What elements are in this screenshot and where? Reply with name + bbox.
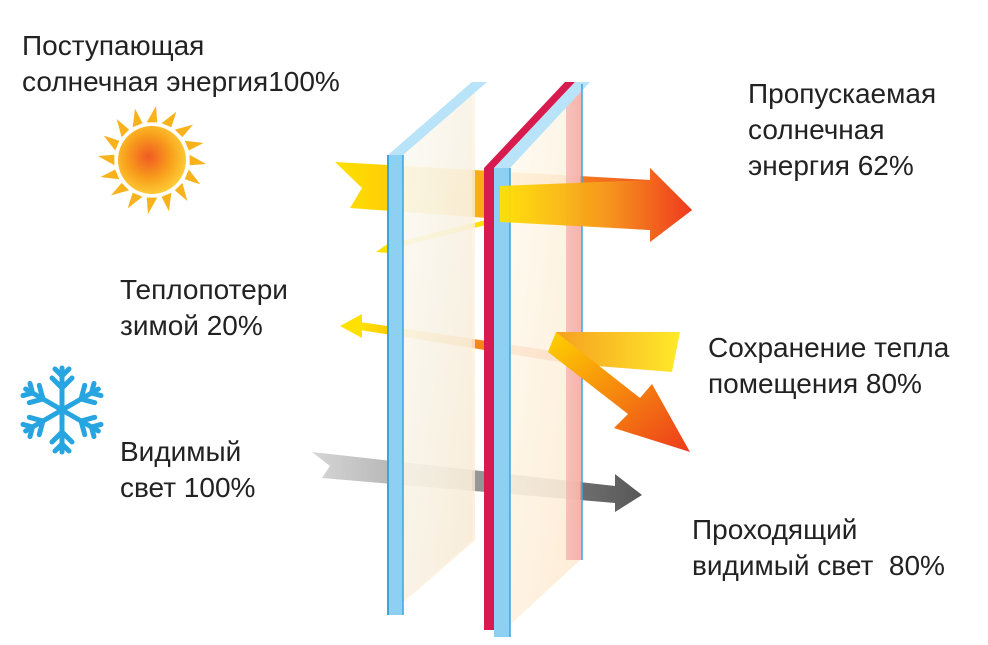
outer-glass-pane (387, 82, 487, 615)
sun-ray (100, 169, 120, 180)
label-transmitted-light: Проходящий видимый свет 80% (692, 514, 945, 581)
sun-icon (98, 106, 206, 214)
label-incoming-solar: Поступающая солнечная энергия100% (22, 30, 340, 97)
sun-ray (98, 154, 115, 166)
sun-ray (146, 197, 158, 214)
sun-ray (132, 108, 143, 128)
sun-ray (189, 154, 206, 166)
snowflake-arm (20, 407, 65, 440)
sun-ray (174, 124, 194, 138)
sun-ray (103, 135, 120, 151)
sun-ray (161, 111, 177, 128)
sun-ray (127, 192, 143, 209)
sun-ray (184, 169, 201, 185)
snowflake-arm (59, 380, 104, 413)
transmitted-solar-arrow (500, 168, 692, 242)
sun-ray (174, 182, 188, 202)
sun-ray (116, 118, 130, 138)
snowflake-arm (20, 380, 65, 413)
label-heat-retention: Сохранение тепла помещения 80% (708, 332, 950, 399)
snowflake-arm (59, 407, 104, 440)
sun-ray (184, 140, 204, 151)
label-transmitted-solar: Пропускаемая солнечная энергия 62% (748, 78, 937, 181)
snowflake-icon (20, 365, 104, 455)
sun-ray (110, 182, 130, 196)
label-heat-loss: Теплопотери зимой 20% (120, 274, 288, 341)
label-visible-light: Видимый свет 100% (120, 436, 256, 503)
sun-ray (161, 192, 172, 212)
snowflake-arm (49, 407, 75, 455)
visible-light-arrow (312, 452, 642, 512)
snowflake-arm (49, 365, 75, 413)
heat-retention-arrow (548, 332, 690, 452)
sun-ray (146, 106, 158, 123)
